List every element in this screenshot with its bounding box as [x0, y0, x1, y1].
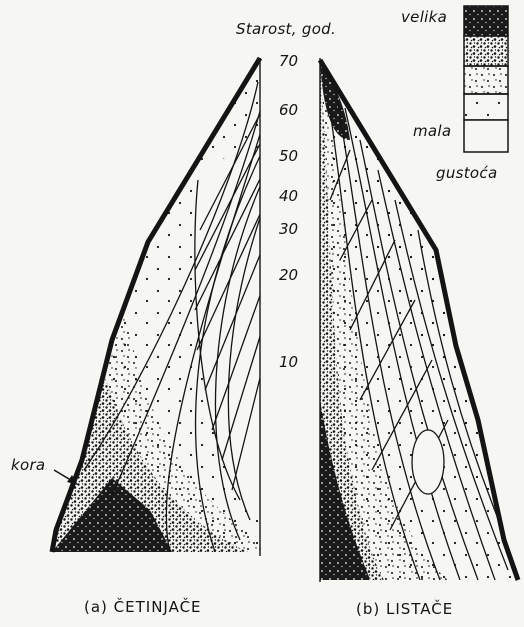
- axis-title: Starost, god.: [236, 20, 336, 38]
- age-tick-20: 20: [279, 266, 298, 284]
- age-tick-70: 70: [279, 52, 298, 70]
- broadleaf-inner-ellipse: [412, 430, 444, 494]
- age-tick-40: 40: [279, 187, 298, 205]
- age-tick-50: 50: [279, 147, 298, 165]
- legend-label-low: mala: [413, 122, 451, 140]
- legend-swatch-3: [464, 66, 508, 94]
- legend-label-high: velika: [401, 8, 447, 26]
- legend-swatch-1: [464, 6, 508, 36]
- bark-label: kora: [11, 456, 45, 474]
- legend-swatch-5: [464, 120, 508, 152]
- density-legend: [464, 6, 508, 152]
- legend-swatch-4: [464, 94, 508, 120]
- legend-density-label: gustoća: [436, 164, 497, 182]
- age-tick-30: 30: [279, 220, 298, 238]
- caption-conifers: (a) ČETINJAČE: [84, 598, 202, 616]
- caption-broadleaves: (b) LISTAČE: [356, 600, 453, 618]
- age-tick-60: 60: [279, 101, 298, 119]
- legend-swatch-2: [464, 36, 508, 66]
- age-tick-10: 10: [279, 353, 298, 371]
